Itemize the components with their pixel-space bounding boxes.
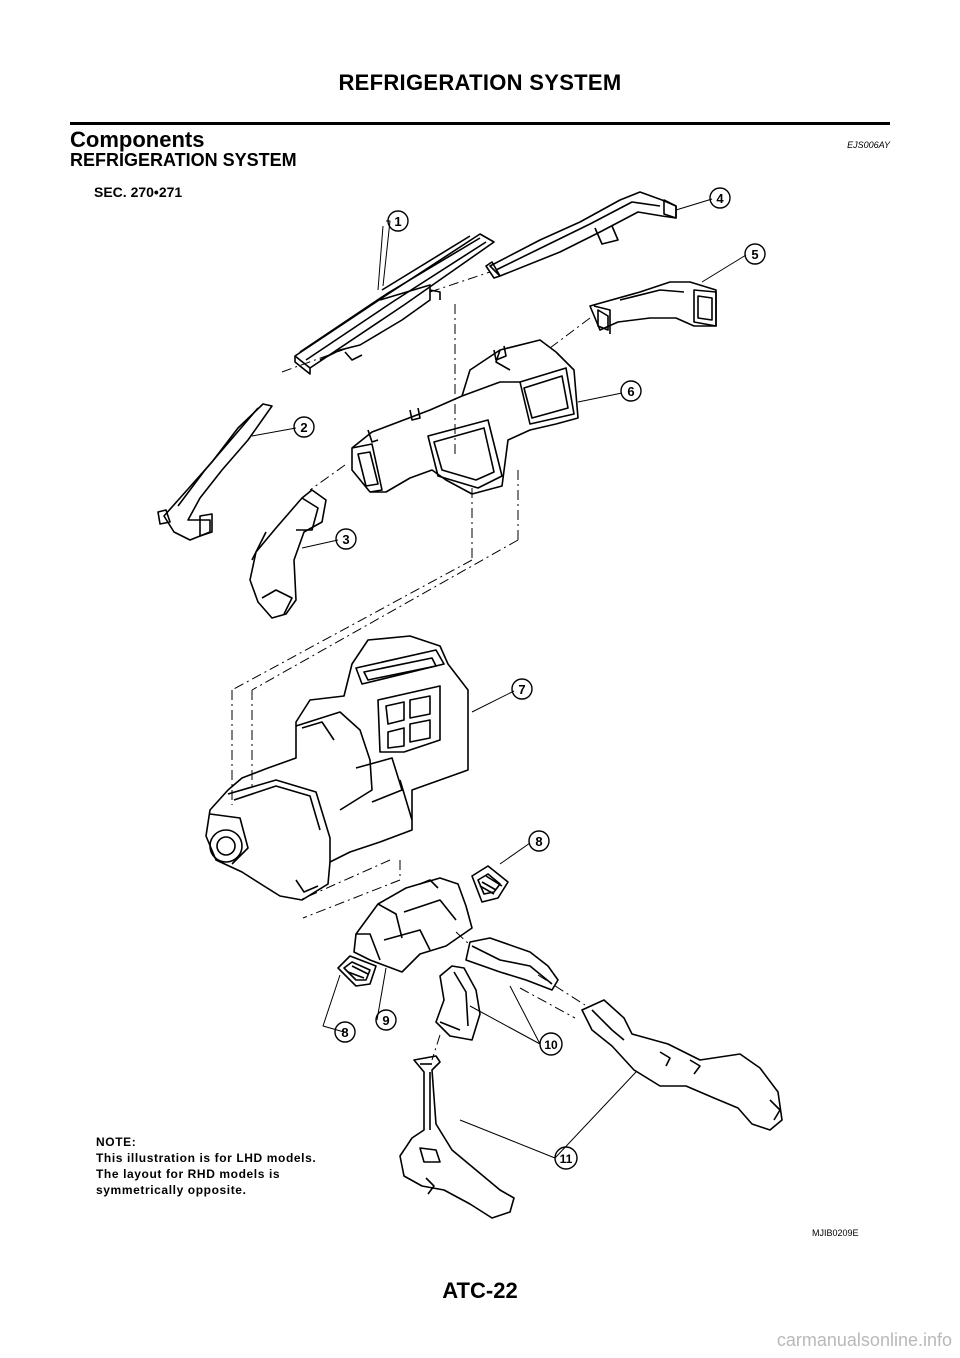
callout-label-9: 9 [382,1013,389,1028]
part-9-foot-duct [353,877,473,973]
part-5-ventilator-duct [589,281,717,334]
callout-5 [744,243,766,265]
part-6-center-ventilator-duct [351,339,579,495]
callout-10 [539,1032,563,1056]
callout-label-3: 3 [342,532,349,547]
part-11-rear-floor-ducts [399,999,783,1219]
part-3-duct [249,489,327,619]
callout-8b [334,1021,356,1043]
part-8-grille-lower [337,955,377,987]
part-8-grille-upper [471,865,509,903]
watermark: carmanualsonline.info [776,1330,952,1350]
callout-8a [528,830,550,852]
part-1-defroster-nozzle [294,233,495,375]
callout-label-6: 6 [627,384,634,399]
callout-6 [620,380,642,402]
callout-label-5: 5 [751,247,758,262]
callout-3 [335,528,357,550]
part-10-rear-ducts [435,937,559,1041]
section-title: Components [70,127,205,152]
callout-label-10: 10 [544,1038,558,1052]
illustration-note: NOTE: This illustration is for LHD model… [96,1134,316,1198]
callout-7 [511,678,533,700]
callout-11 [554,1146,578,1170]
figure-id: MJIB0209E [812,1228,859,1238]
callout-label-8b: 8 [341,1025,348,1040]
callout-label-8a: 8 [535,834,542,849]
section-code: EJS006AY [847,140,890,150]
callout-label-4: 4 [716,191,724,206]
note-line: The layout for RHD models is [96,1167,281,1181]
callout-2 [293,416,315,438]
callout-label-1: 1 [394,214,401,229]
leader-lines [251,198,747,1159]
page-header-title: REFRIGERATION SYSTEM [338,70,622,95]
callout-label-7: 7 [518,682,525,697]
sec-reference: SEC. 270•271 [94,184,183,200]
header-rule [70,122,890,125]
callout-9 [375,1009,397,1031]
part-7-heater-cooling-unit [205,635,469,901]
callouts [293,187,766,1170]
callout-4 [709,187,731,209]
page-number: ATC-22 [442,1278,518,1303]
callout-1 [387,210,409,232]
note-line: This illustration is for LHD models. [96,1151,317,1165]
callout-label-11: 11 [560,1152,573,1166]
note-line: symmetrically opposite. [96,1183,247,1197]
part-4-side-defroster-duct [485,191,677,279]
part-2-side-defroster-duct [157,403,273,541]
note-line: NOTE: [96,1135,137,1149]
callout-label-2: 2 [300,420,307,435]
alignment-lines [231,271,591,1061]
subsection-title: REFRIGERATION SYSTEM [70,150,297,170]
